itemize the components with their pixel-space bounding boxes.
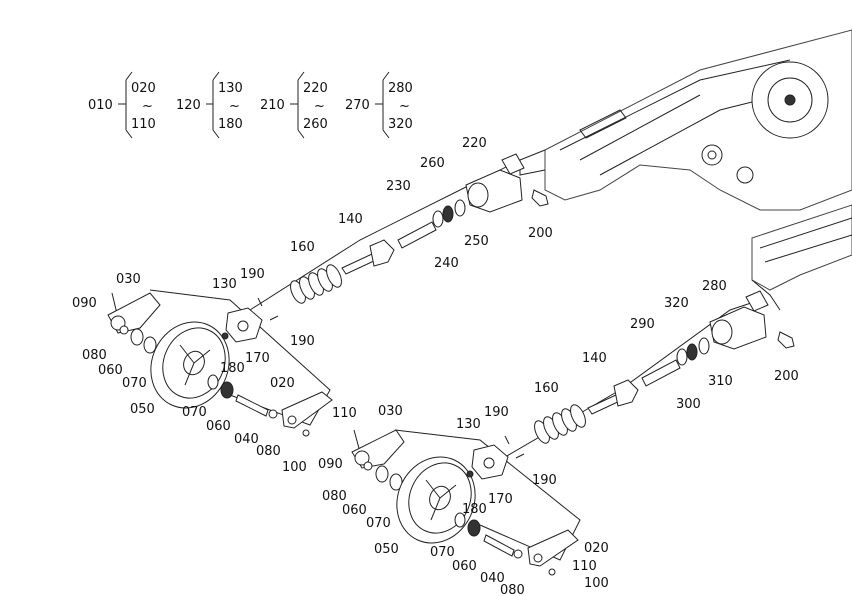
callout-200: 200 xyxy=(774,369,799,384)
callout-020: 020 xyxy=(270,376,295,391)
callout-060: 060 xyxy=(206,419,231,434)
range-legend-010: 010 020 ~ 110 xyxy=(88,71,156,139)
callout-070: 070 xyxy=(366,516,391,531)
callout-140: 140 xyxy=(338,212,363,227)
callout-040: 040 xyxy=(480,571,505,586)
upper-spring-160 xyxy=(290,264,342,304)
callout-070: 070 xyxy=(430,545,455,560)
callout-130: 130 xyxy=(212,277,237,292)
upper-bushing-070 xyxy=(143,336,157,354)
range-tilde: ~ xyxy=(142,99,153,114)
range-tilde: ~ xyxy=(399,99,410,114)
range-legend-270: 270 280 ~ 320 xyxy=(345,71,413,139)
upper-assembly xyxy=(107,153,549,437)
callout-070: 070 xyxy=(182,405,207,420)
callout-060: 060 xyxy=(98,363,123,378)
range-to-label: 110 xyxy=(131,117,156,132)
callout-100: 100 xyxy=(584,576,609,591)
callout-080: 080 xyxy=(256,444,281,459)
range-base-label: 010 xyxy=(88,98,113,113)
callout-080: 080 xyxy=(322,489,347,504)
callout-030: 030 xyxy=(378,404,403,419)
callout-080: 080 xyxy=(82,348,107,363)
lower-grease-fitting-200 xyxy=(777,331,795,349)
range-from-label: 130 xyxy=(218,81,243,96)
callout-260: 260 xyxy=(420,156,445,171)
callout-140: 140 xyxy=(582,351,607,366)
callout-240: 240 xyxy=(434,256,459,271)
callout-080: 080 xyxy=(500,583,525,596)
upper-washer-080 xyxy=(119,325,129,335)
callout-290: 290 xyxy=(630,317,655,332)
lower-housing-280 xyxy=(709,290,769,350)
callout-110: 110 xyxy=(332,406,357,421)
range-base-label: 210 xyxy=(260,98,285,113)
callout-230: 230 xyxy=(386,179,411,194)
lower-spring-160 xyxy=(534,404,586,444)
lower-shaft-040 xyxy=(483,534,515,557)
callout-020: 020 xyxy=(584,541,609,556)
upper-seal-060 xyxy=(130,328,144,346)
callout-090: 090 xyxy=(72,296,97,311)
lower-assembly xyxy=(351,290,795,576)
callout-110: 110 xyxy=(572,559,597,574)
callout-310: 310 xyxy=(708,374,733,389)
callout-170: 170 xyxy=(245,351,270,366)
upper-shaft-040 xyxy=(235,394,269,417)
callout-300: 300 xyxy=(676,397,701,412)
callout-200: 200 xyxy=(528,226,553,241)
callout-030: 030 xyxy=(116,272,141,287)
range-legend-210: 210 220 ~ 260 xyxy=(260,71,328,139)
range-to-label: 260 xyxy=(303,117,328,132)
lower-part-labels: 030 090 080 060 070 050 070 060 040 080 … xyxy=(318,279,799,596)
callout-160: 160 xyxy=(534,381,559,396)
callout-170: 170 xyxy=(488,492,513,507)
upper-part-labels: 030 090 080 060 070 050 070 060 040 080 … xyxy=(72,136,553,475)
callout-220: 220 xyxy=(462,136,487,151)
range-to-label: 320 xyxy=(388,117,413,132)
callout-100: 100 xyxy=(282,460,307,475)
upper-housing-220 xyxy=(465,153,525,213)
callout-090: 090 xyxy=(318,457,343,472)
callout-160: 160 xyxy=(290,240,315,255)
track-frame-lower xyxy=(751,204,852,311)
range-base-label: 270 xyxy=(345,98,370,113)
callout-190: 190 xyxy=(240,267,265,282)
callout-070: 070 xyxy=(122,376,147,391)
callout-130: 130 xyxy=(456,417,481,432)
range-to-label: 180 xyxy=(218,117,243,132)
range-tilde: ~ xyxy=(314,99,325,114)
callout-050: 050 xyxy=(374,542,399,557)
callout-060: 060 xyxy=(342,503,367,518)
callout-190: 190 xyxy=(290,334,315,349)
callout-190: 190 xyxy=(484,405,509,420)
callout-050: 050 xyxy=(130,402,155,417)
callout-040: 040 xyxy=(234,432,259,447)
callout-180: 180 xyxy=(462,502,487,517)
callout-190: 190 xyxy=(532,473,557,488)
lower-seal-060 xyxy=(375,465,389,483)
callout-320: 320 xyxy=(664,296,689,311)
range-from-label: 280 xyxy=(388,81,413,96)
upper-rod-140 xyxy=(341,253,377,275)
range-legend-120: 120 130 ~ 180 xyxy=(176,71,243,139)
callout-180: 180 xyxy=(220,361,245,376)
lower-washer-080 xyxy=(363,461,373,471)
callout-250: 250 xyxy=(464,234,489,249)
track-frame-upper xyxy=(519,29,852,211)
lower-idler-wheel-050 xyxy=(396,456,476,544)
range-base-label: 120 xyxy=(176,98,201,113)
callout-060: 060 xyxy=(452,559,477,574)
upper-cylinder-230 xyxy=(397,221,437,249)
range-from-label: 020 xyxy=(131,81,156,96)
lower-cylinder-290 xyxy=(641,359,681,387)
callout-280: 280 xyxy=(702,279,727,294)
range-from-label: 220 xyxy=(303,81,328,96)
upper-grease-fitting-200 xyxy=(531,189,549,207)
range-tilde: ~ xyxy=(229,99,240,114)
